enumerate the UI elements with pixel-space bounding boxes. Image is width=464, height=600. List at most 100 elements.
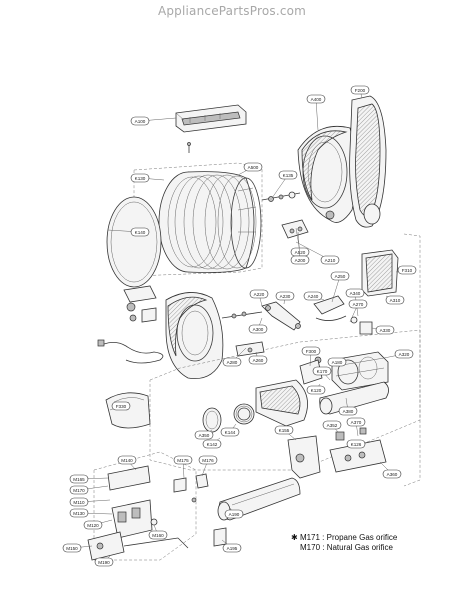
callout-part-number: M170 [73,488,85,493]
callout-k135: K135 [271,170,298,199]
callout-part-number: A220 [254,292,265,297]
front-drum-seal [106,196,162,288]
legend-text: Propane Gas orifice [326,533,398,542]
callout-part-number: A195 [227,546,238,551]
rear-bulkhead [297,125,357,223]
idler-pulley [313,295,358,324]
callout-m170: M170 [69,485,109,495]
callout-m175: M175 [173,455,193,479]
belt-tension-arm [261,301,301,331]
callout-k130: K130 [130,173,165,183]
callout-oval [306,385,326,395]
callout-a400: A400 [306,94,326,131]
callout-a220: A220 [249,289,269,307]
front-bulkhead [165,292,224,379]
callout-a230: A230 [275,291,295,305]
drum-shaft [261,191,301,202]
callout-oval [394,349,414,359]
callout-oval [397,265,417,275]
callout-f200: F200 [350,85,370,99]
exhaust-duct [319,381,389,415]
callout-part-number: A190 [229,512,240,517]
top-cover-bracket [175,104,247,133]
callout-oval [224,509,244,519]
callout-oval [222,357,242,367]
callout-a240: A240 [303,291,325,301]
callout-oval [338,406,358,416]
callout-part-number: A200 [295,258,306,263]
callout-part-number: A350 [199,433,210,438]
callout-a250: A250 [330,271,350,303]
callout-f330: F330 [109,401,131,411]
callout-a500: A500 [237,162,263,176]
callout-oval [278,170,298,180]
callout-m160: M160 [148,524,168,540]
callout-a200: A200 [290,231,310,265]
callout-a270: A270 [348,299,368,323]
callout-m110: M110 [69,497,111,507]
callout-oval [274,425,294,435]
callout-m176: M176 [198,455,218,477]
callout-part-number: A280 [227,360,238,365]
idler-bracket [123,285,157,323]
callout-a380: A380 [338,397,358,416]
callout-part-number: A250 [335,274,346,279]
screw-small [187,142,191,153]
callout-part-number: A500 [248,165,259,170]
callout-part-number: M140 [121,458,133,463]
callout-part-number: A352 [327,423,338,428]
legend-text: Natural Gas orifice [326,543,393,552]
callout-m150: M150 [62,543,93,553]
callout-a352: A352 [322,420,342,433]
callout-oval [375,325,395,335]
callout-part-number: A380 [343,409,354,414]
rear-support-bracket [281,219,309,239]
callout-oval [222,543,242,553]
callout-oval [330,271,350,281]
callout-oval [69,485,89,495]
callout-oval [348,299,368,309]
callout-part-number: M150 [66,546,78,551]
gas-valve-assembly [87,451,227,561]
callout-part-number: A370 [351,420,362,425]
callout-part-number: M120 [87,523,99,528]
legend-code: M171 [299,533,320,542]
callout-oval [385,295,405,305]
callout-oval [130,173,150,183]
callout-a330: A330 [371,325,395,335]
callout-oval [350,85,370,95]
legend-row-propane: ✱ M171 : Propane Gas orifice [291,533,398,542]
callout-part-number: A210 [325,258,336,263]
callout-oval [194,430,214,440]
callout-k144: K144 [220,423,240,437]
callout-a300: A300 [248,317,268,334]
callout-oval [346,439,366,449]
rear-duct [349,95,387,228]
legend-code: M170 [300,543,321,552]
callout-m140: M140 [117,455,137,471]
callout-part-number: A310 [390,298,401,303]
callout-k126: K126 [346,439,366,449]
callout-oval [248,355,268,365]
callout-a100: A100 [130,116,177,126]
callout-oval [290,255,310,265]
lint-filter [361,249,399,297]
callout-part-number: K135 [283,173,294,178]
callout-oval [275,291,295,301]
callout-k170: K170 [312,366,332,381]
callout-part-number: K130 [135,176,146,181]
callout-part-number: A240 [308,294,319,299]
callout-part-number: A230 [280,294,291,299]
callout-part-number: A300 [253,327,264,332]
callout-oval [345,288,365,298]
lower-front-panel [105,392,151,429]
callout-oval [249,289,269,299]
callout-oval [202,439,222,449]
clip-small [235,321,373,357]
callout-k140: K140 [107,227,150,237]
site-header: AppliancePartsPros.com [157,4,307,18]
callout-part-number: F300 [306,349,317,354]
